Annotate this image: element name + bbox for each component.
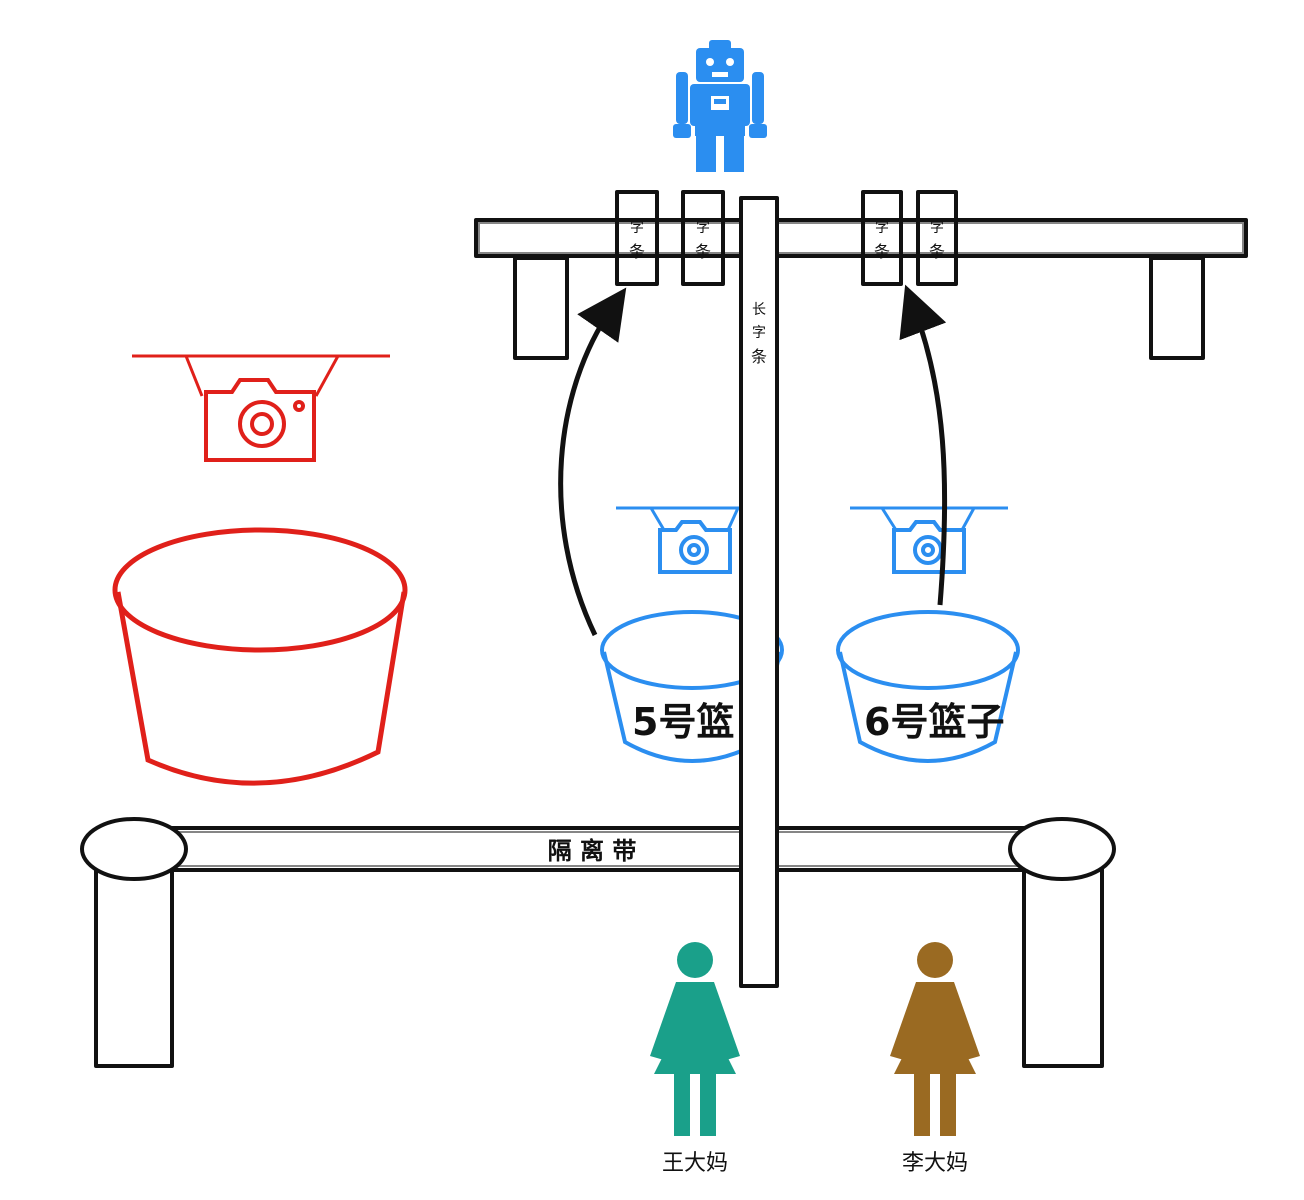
blue-camera-6	[850, 506, 1008, 574]
note-1-bottom: 条	[629, 242, 645, 261]
long-note-char-2: 字	[752, 325, 766, 341]
note-4-top: 字	[930, 220, 944, 236]
basket-6-label: 6号篮子	[864, 700, 1004, 744]
note-4-bottom: 条	[929, 242, 945, 261]
note-3-bottom: 条	[874, 242, 890, 261]
person-left-label: 王大妈	[662, 1151, 728, 1176]
barrier-label: 隔 离 带	[548, 837, 637, 865]
basket-5-label: 5号篮	[632, 700, 734, 744]
note-2-top: 字	[696, 220, 710, 236]
person-right-label: 李大妈	[902, 1151, 968, 1176]
long-note-char-1: 长	[752, 302, 766, 318]
arrow-basket5-to-note	[558, 287, 627, 637]
barrier-post-left	[94, 858, 174, 1068]
long-note: 长 字 条	[739, 196, 779, 988]
note-3: 字 条	[861, 190, 903, 286]
robot-icon	[673, 40, 767, 172]
red-bin	[112, 527, 408, 786]
note-1-top: 字	[630, 220, 644, 236]
long-note-char-3: 条	[751, 347, 767, 366]
note-2: 字 条	[681, 190, 725, 286]
rail-leg-left	[513, 256, 569, 360]
basket-6: 6号篮子	[836, 610, 1020, 763]
rail-leg-right	[1149, 256, 1205, 360]
camera-icon	[892, 520, 966, 574]
woman-icon	[890, 942, 980, 1136]
note-2-bottom: 条	[695, 242, 711, 261]
red-camera-mount	[132, 354, 390, 397]
note-4: 字 条	[916, 190, 958, 286]
note-1: 字 条	[615, 190, 659, 286]
camera-icon	[658, 520, 732, 574]
note-3-top: 字	[875, 220, 889, 236]
barrier: 隔 离 带	[80, 817, 1116, 1068]
barrier-post-right	[1022, 858, 1104, 1068]
arrow-basket6-to-note	[899, 284, 948, 606]
camera-icon	[204, 378, 316, 462]
woman-icon	[650, 942, 740, 1136]
